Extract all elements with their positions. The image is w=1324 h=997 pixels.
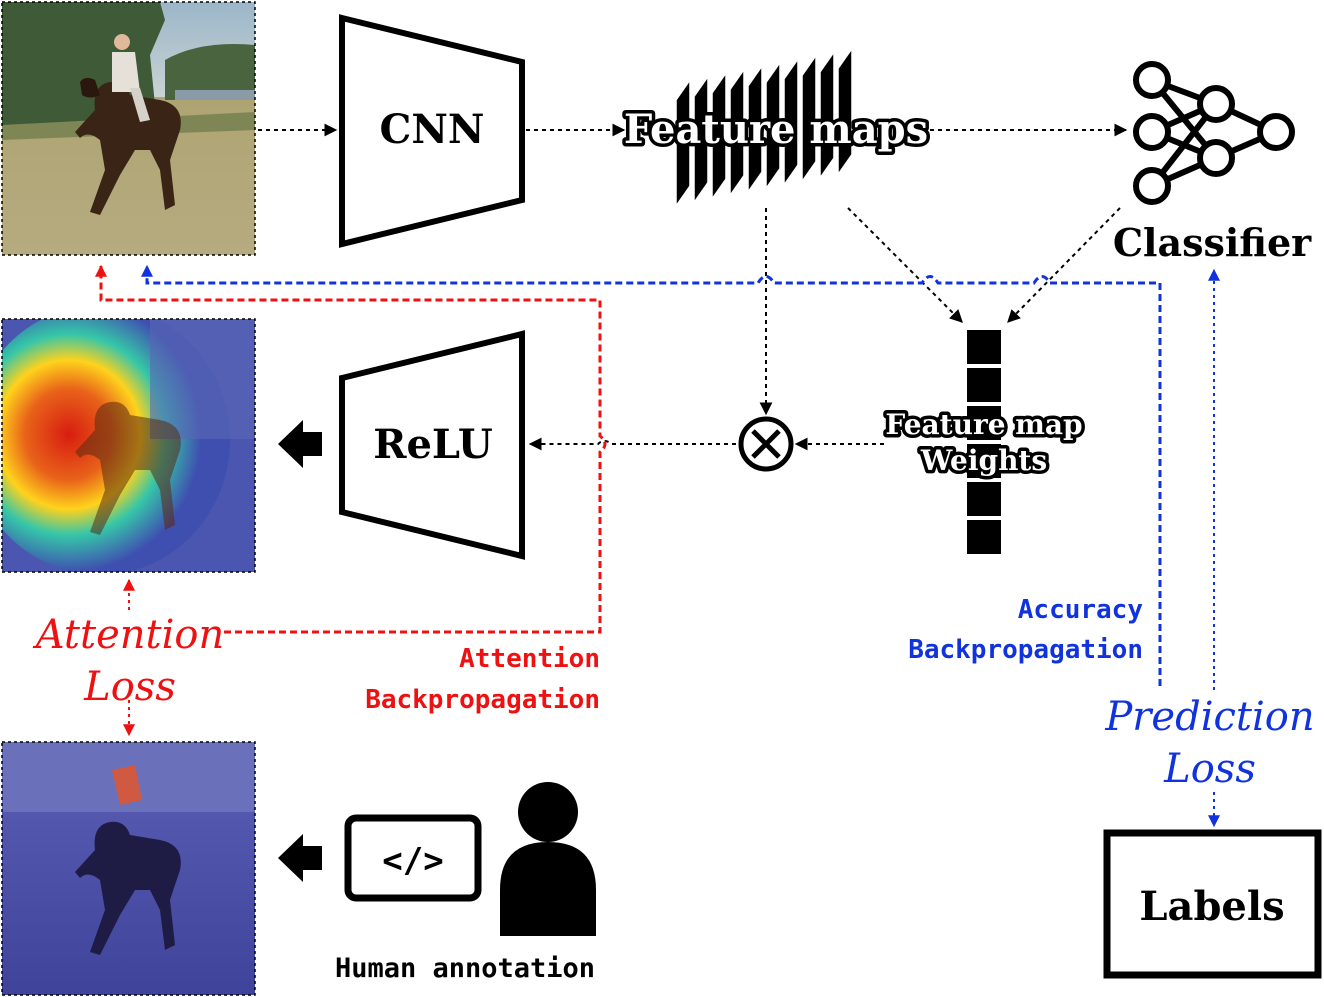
mask-image-frame xyxy=(1,741,256,996)
prediction-loss-label-line2: Loss xyxy=(1163,746,1256,792)
feature-map-slab xyxy=(819,49,835,181)
attention-loss-label-line2: Loss xyxy=(83,664,176,710)
human-annotation-label: Human annotation xyxy=(335,953,595,984)
feature-map-slab xyxy=(747,63,763,195)
input-image xyxy=(2,2,255,255)
feature-map-slab xyxy=(765,60,781,191)
mask-output-arrow xyxy=(278,834,322,882)
prediction-loss-label-line1: Prediction xyxy=(1104,694,1314,740)
attention-backprop-label-line2: Backpropagation xyxy=(365,685,600,715)
attention-backprop-path xyxy=(95,264,607,634)
classifier-label: Classifier xyxy=(1113,220,1312,265)
attention-loss-label-line1: Attention xyxy=(32,612,224,658)
accuracy-backprop-label-line2: Backpropagation xyxy=(908,635,1143,665)
labels-box xyxy=(1103,829,1322,979)
cnn-label: CNN xyxy=(380,106,485,153)
neural-network-icon xyxy=(1133,61,1295,205)
feature-map-weights-column xyxy=(967,330,1001,554)
feature-map-slab xyxy=(675,77,691,209)
svg-text:</>: </> xyxy=(382,841,443,881)
attention-heatmap-image xyxy=(2,319,255,572)
heatmap-image-frame xyxy=(1,318,256,573)
feature-map-slab xyxy=(711,70,727,202)
feature-maps-label: Feature maps xyxy=(624,106,928,153)
feature-map-slab xyxy=(801,53,817,184)
person-icon xyxy=(500,782,596,936)
input-image-frame xyxy=(1,1,256,256)
multiply-circle-icon xyxy=(738,416,794,472)
forward-flow-arrows xyxy=(258,123,1128,451)
feature-map-slab xyxy=(693,74,709,205)
feature-map-weights-label-line2: Weights xyxy=(920,444,1047,477)
feature-maps-stack xyxy=(675,46,853,209)
feature-map-slab xyxy=(837,46,853,177)
code-icon: </> xyxy=(344,814,482,902)
feature-map-weights-label-line1: Feature map xyxy=(885,408,1082,441)
feature-map-slab xyxy=(783,56,799,188)
accuracy-backprop-label-line1: Accuracy xyxy=(1018,595,1143,625)
attention-backprop-label-line1: Attention xyxy=(459,644,600,674)
cnn-block xyxy=(339,14,525,248)
accuracy-backprop-path xyxy=(141,264,1162,686)
human-annotation-mask-image xyxy=(2,742,255,995)
relu-label: ReLU xyxy=(373,421,493,468)
heatmap-output-arrow xyxy=(278,420,322,468)
labels-label: Labels xyxy=(1139,883,1284,930)
feature-map-slab xyxy=(729,67,745,198)
relu-block xyxy=(339,330,525,560)
